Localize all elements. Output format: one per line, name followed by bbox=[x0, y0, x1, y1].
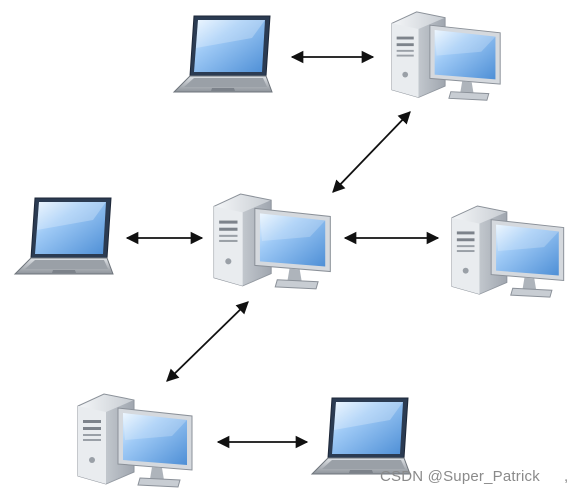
watermark-mark: , bbox=[564, 468, 569, 485]
desktop-icon-bottom-left bbox=[77, 393, 193, 488]
laptop-icon-top bbox=[173, 15, 273, 93]
desktop-icon-middle-right bbox=[451, 205, 565, 298]
arrow-desktop-top-right-to-desktop-center bbox=[332, 111, 411, 193]
desktop-icon-top-right bbox=[391, 11, 501, 101]
laptop-icon-middle-left bbox=[14, 197, 114, 275]
watermark: CSDN @Super_Patrick bbox=[380, 468, 540, 485]
desktop-icon-center bbox=[213, 193, 331, 290]
arrow-desktop-center-to-desktop-bottom-left bbox=[166, 301, 249, 382]
laptop-icon-bottom-right bbox=[311, 397, 411, 475]
